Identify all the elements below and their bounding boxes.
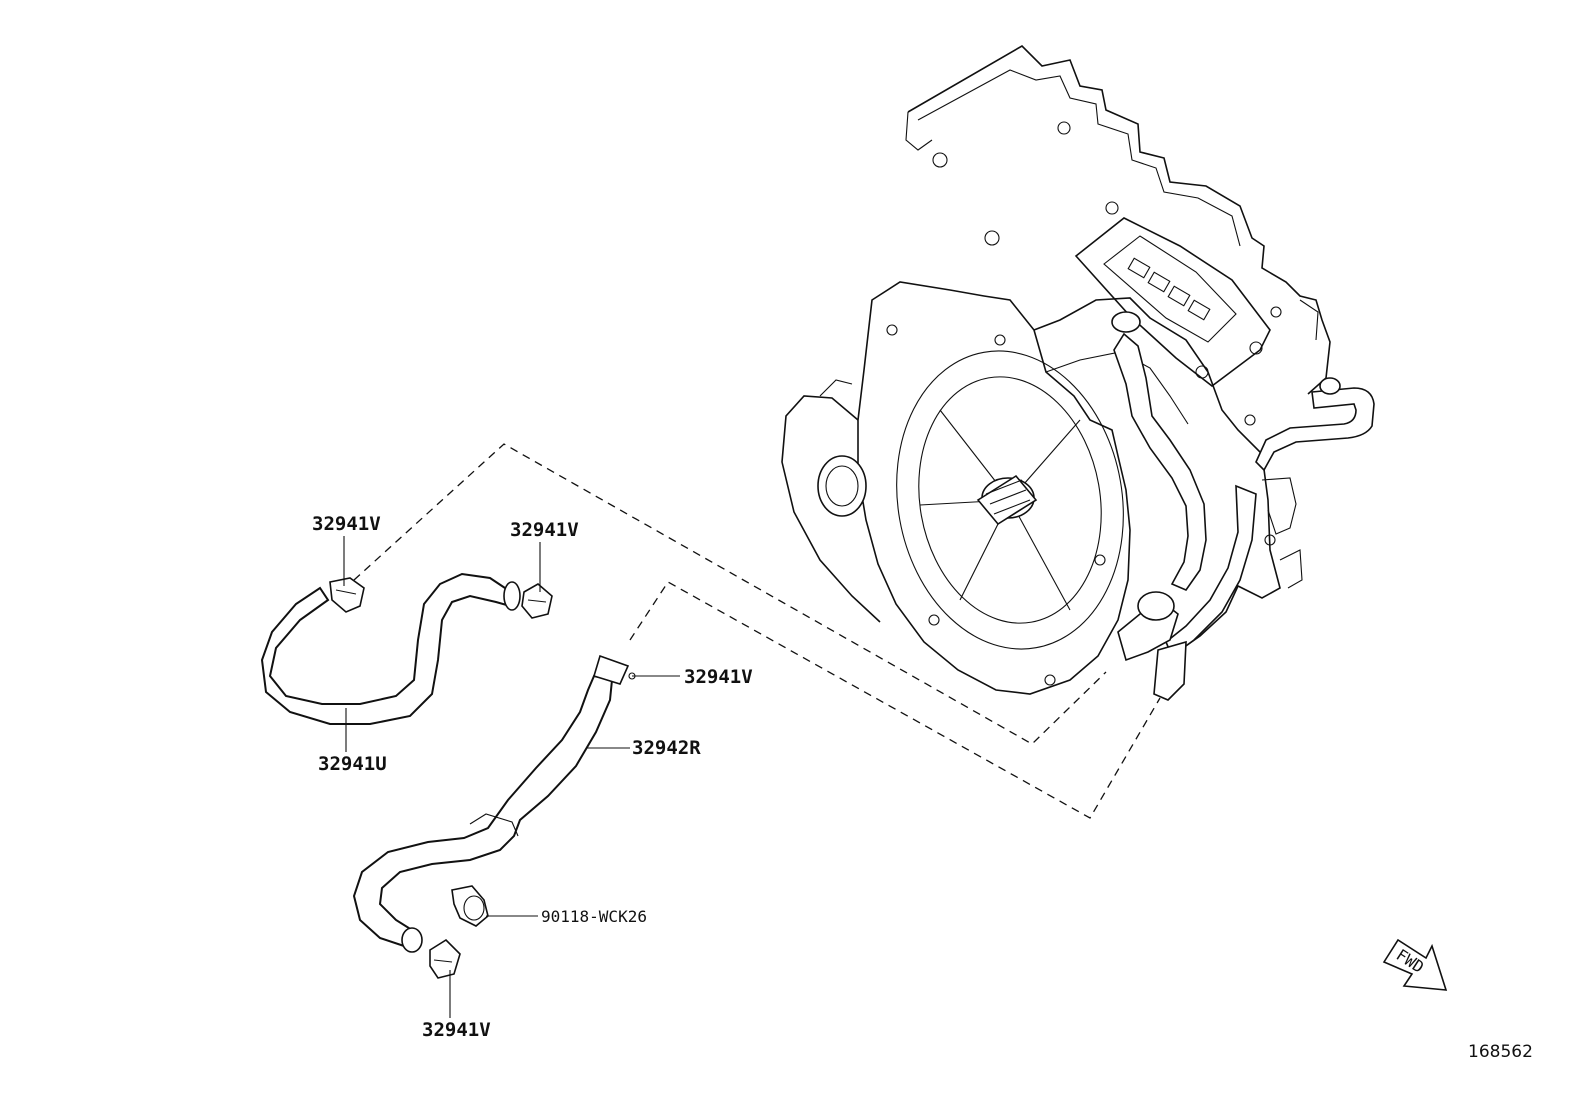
label-clamp-top-left: 32941V <box>312 513 381 535</box>
label-hose-lower: 32942R <box>632 737 701 759</box>
transaxle-assembly <box>781 44 1375 701</box>
hose-32941u <box>260 572 521 725</box>
hose-clamp-bottom <box>429 938 461 979</box>
input-shaft <box>976 474 1038 526</box>
label-hose-upper: 32941U <box>318 753 387 775</box>
diagram-id: 168562 <box>1468 1042 1533 1062</box>
hose-32942r <box>352 674 614 953</box>
label-clamp-mid: 32941V <box>684 666 753 688</box>
hose-clamp-top-right <box>521 583 553 619</box>
connector-slots <box>1127 257 1211 321</box>
fwd-arrow-icon: FWD <box>1382 938 1448 991</box>
label-clip: 90118-WCK26 <box>541 907 647 926</box>
hose-clamp-mid <box>593 654 636 685</box>
bolt-holes <box>886 121 1282 686</box>
dashed-leaders <box>353 443 1161 819</box>
label-clamp-bottom: 32941V <box>422 1019 491 1041</box>
hose-clamp-top-left <box>329 577 365 613</box>
label-clamp-top-right: 32941V <box>510 519 579 541</box>
clip-90118-wck26 <box>451 885 489 927</box>
leader-lines <box>343 536 680 1018</box>
